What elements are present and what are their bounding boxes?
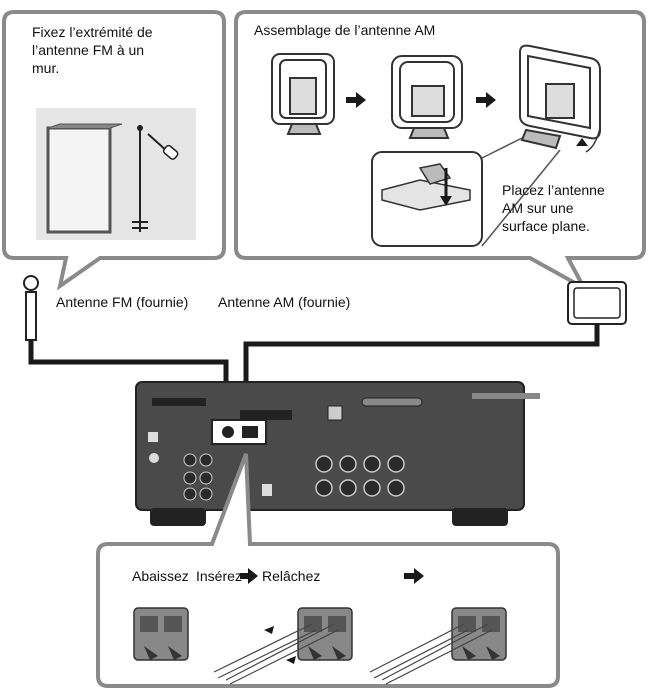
am-note-line-2: AM sur une [502,200,574,216]
am-antenna-step3 [519,44,601,153]
terminal-released [369,607,507,685]
wall-illustration [36,108,196,240]
fm-antenna-label: Antenne FM (fournie) [56,294,189,310]
am-note-line-1: Placez l’antenne [502,182,605,198]
terminal-lowered [133,607,189,661]
arrow-right-icon [404,568,424,584]
rotate-arrow-icon [576,138,588,146]
am-antenna-label: Antenne AM (fournie) [218,294,351,310]
arrow-right-icon [240,568,258,584]
arrow-right-icon [476,92,496,108]
am-panel [234,10,646,294]
am-panel-title: Assemblage de l’antenne AM [254,22,436,38]
step-release-label: Relâchez [262,568,321,584]
step-insert-label: Insérez [196,568,242,584]
fm-instruction-line-3: mur. [32,60,60,76]
receiver-rear-panel [135,381,540,526]
screwdriver-icon [147,133,179,160]
am-note-line-3: surface plane. [502,218,590,234]
step-lower-label: Abaissez [132,568,189,584]
arrow-right-icon [346,92,366,108]
am-antenna-step1 [271,53,335,135]
fm-instruction-line-1: Fixez l’extrémité de [32,24,153,40]
speaker-terminal-panel [96,453,560,688]
am-base-detail-inset [371,137,561,247]
am-antenna-step2 [391,55,463,139]
fm-panel [2,10,226,291]
fm-instruction-line-2: l’antenne FM à un [32,42,145,58]
terminal-inserting [213,607,353,685]
